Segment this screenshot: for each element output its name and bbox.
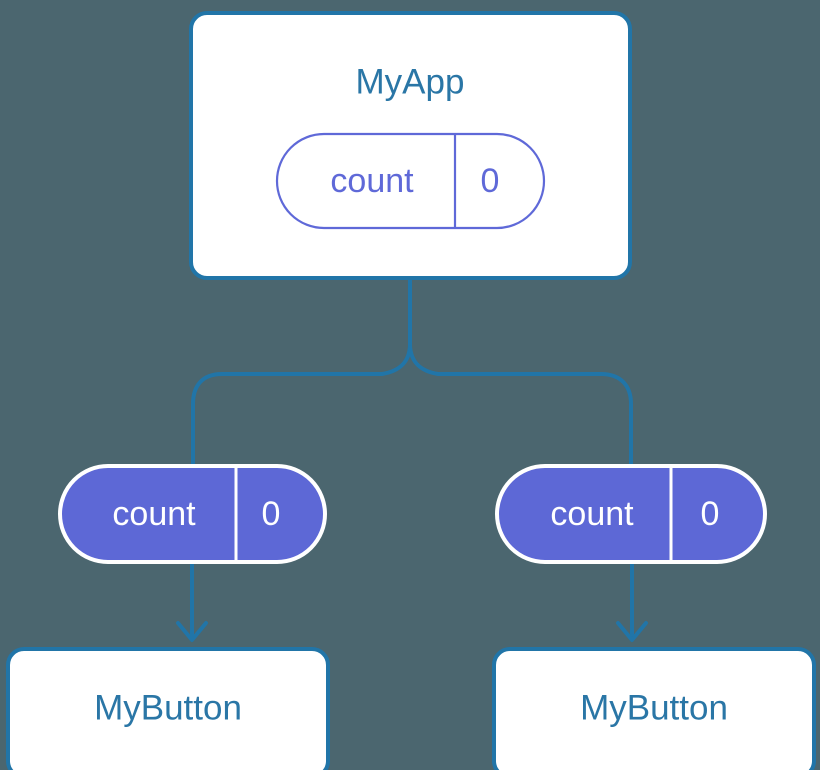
node-myapp-box (189, 11, 632, 280)
state-pill-right-shape (495, 464, 767, 564)
edge-split-right (408, 345, 633, 466)
node-myapp[interactable]: MyApp count 0 (189, 11, 632, 280)
edge-split-left (191, 345, 412, 466)
edge-group (176, 278, 648, 642)
arrowhead-right (616, 621, 648, 642)
state-pill-left-key: count (112, 495, 196, 533)
branch-right: count 0 MyButton (492, 464, 816, 770)
node-mybutton-left-title: MyButton (94, 688, 242, 727)
node-mybutton-right-box (492, 647, 816, 770)
node-mybutton-right-title: MyButton (580, 688, 728, 727)
state-pill-root-shape (275, 132, 546, 230)
state-pill-root[interactable]: count 0 (275, 132, 546, 230)
state-pill-left-value: 0 (262, 495, 281, 533)
state-pill-left-shape (58, 464, 327, 564)
state-pill-right-key: count (550, 495, 634, 533)
node-mybutton-left-box (6, 647, 330, 770)
node-mybutton-left[interactable]: MyButton (6, 647, 330, 770)
node-myapp-title: MyApp (356, 62, 465, 101)
state-pill-left[interactable]: count 0 (58, 464, 327, 564)
node-mybutton-right[interactable]: MyButton (492, 647, 816, 770)
state-pill-right-value: 0 (701, 495, 720, 533)
arrowhead-left (176, 621, 208, 642)
branch-left: count 0 MyButton (6, 464, 330, 770)
state-pill-root-key: count (330, 162, 414, 200)
state-pill-root-value: 0 (481, 162, 500, 200)
state-pill-right[interactable]: count 0 (495, 464, 767, 564)
